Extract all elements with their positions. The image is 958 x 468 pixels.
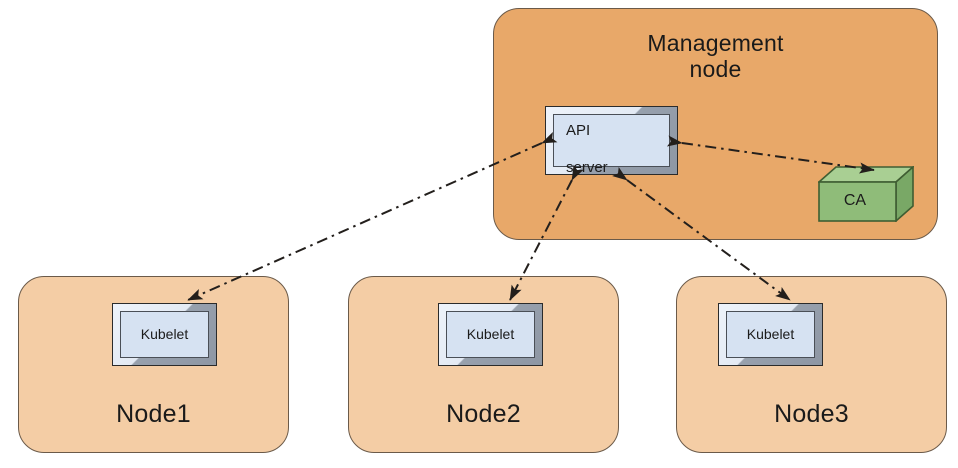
kubelet-box-node3-face: Kubelet bbox=[726, 311, 815, 358]
management-node-label-line2: node bbox=[689, 55, 742, 82]
ca-box[interactable]: CA bbox=[816, 165, 916, 223]
kubelet-box-node2-face: Kubelet bbox=[446, 311, 535, 358]
management-node-label: Management node bbox=[494, 30, 937, 83]
node2-label: Node2 bbox=[446, 400, 521, 428]
kubelet-label-node1: Kubelet bbox=[140, 325, 189, 342]
ca-cuboid-shape bbox=[816, 165, 916, 223]
kubelet-label-node3: Kubelet bbox=[746, 325, 795, 342]
kubelet-box-node1-face: Kubelet bbox=[120, 311, 209, 358]
api-server-label-line1: API bbox=[566, 121, 591, 139]
node3-label: Node3 bbox=[774, 400, 849, 428]
management-node-label-line1: Management bbox=[647, 30, 784, 56]
api-server-box-face: API server bbox=[553, 114, 670, 176]
kubelet-box-node3[interactable]: Kubelet bbox=[718, 303, 823, 366]
api-server-label-line2: server bbox=[566, 159, 608, 177]
node1-label: Node1 bbox=[116, 400, 191, 428]
ca-label: CA bbox=[843, 192, 867, 209]
kubelet-label-node2: Kubelet bbox=[466, 325, 515, 342]
api-server-label: API server bbox=[554, 103, 669, 178]
kubelet-box-node2[interactable]: Kubelet bbox=[438, 303, 543, 366]
api-server-box[interactable]: API server bbox=[545, 106, 678, 176]
kubelet-box-node1[interactable]: Kubelet bbox=[112, 303, 217, 366]
